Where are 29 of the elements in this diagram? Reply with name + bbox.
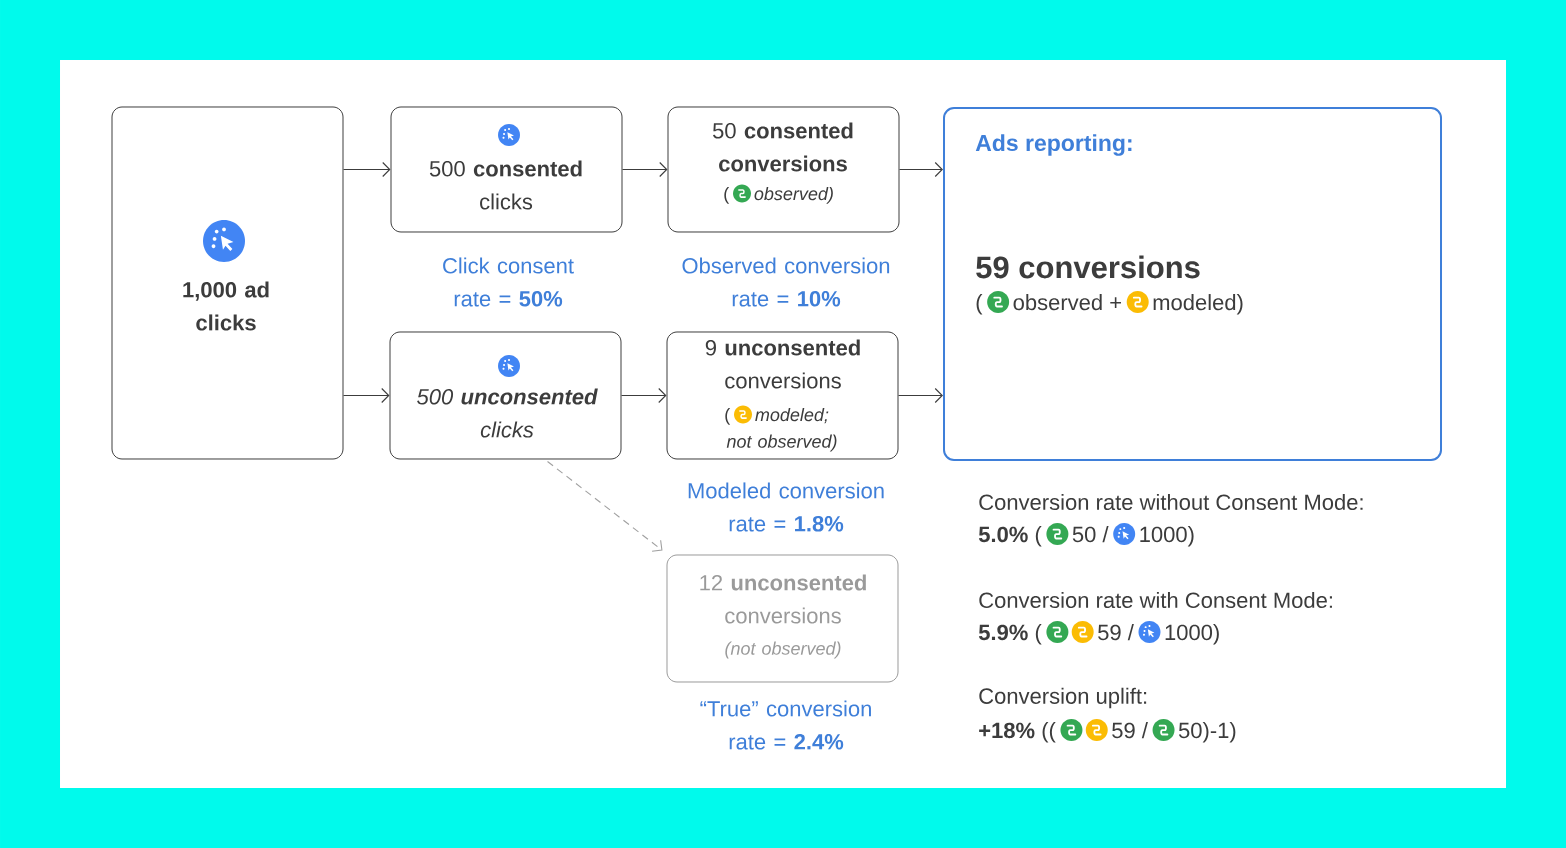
process-box: 500 consented clicks	[390, 106, 623, 233]
process-box: 12 unconsented conversions (not observed)	[666, 554, 899, 683]
report-box: Ads reporting: 59 conversions ( observed + modeled)	[943, 107, 1442, 461]
note-text: Conversion uplift:	[979, 687, 1147, 709]
arrow	[342, 161, 391, 178]
rate-label: Modeled conversion rate = 1.8%	[688, 482, 884, 532]
label: 50)-1)	[1178, 722, 1236, 743]
arrow	[621, 161, 668, 178]
arrow	[546, 460, 663, 552]
label: 1000)	[1165, 624, 1219, 645]
arrow	[342, 387, 390, 404]
note-text: Conversion rate with Consent Mode:	[979, 591, 1332, 609]
process-box: 50 consented conversions ( observed)	[667, 106, 900, 233]
label: 5.9% (	[978, 624, 1042, 645]
label: 59 /	[1112, 722, 1148, 739]
calculation-text: +18% (( 59 / 50)-1)	[979, 719, 1236, 743]
arrow	[897, 387, 943, 404]
label: +18% ((	[979, 722, 1056, 743]
arrow	[898, 161, 943, 178]
process-box: 9 unconsented conversions ( modeled; not observed)	[666, 331, 899, 460]
process-box: 1,000 ad clicks	[111, 106, 344, 460]
note-text: Conversion rate without Consent Mode:	[979, 493, 1363, 511]
calculation-text: 5.9% ( 59 / 1000)	[978, 621, 1219, 645]
label: 59 /	[1098, 624, 1134, 641]
rate-label: Click consent rate = 50%	[443, 257, 574, 307]
arrow	[620, 387, 667, 404]
rate-label: Observed conversion rate = 10%	[682, 257, 890, 307]
process-box: 500 unconsented clicks	[389, 331, 622, 460]
calculation-text: 5.0% ( 50 / 1000)	[978, 523, 1194, 547]
